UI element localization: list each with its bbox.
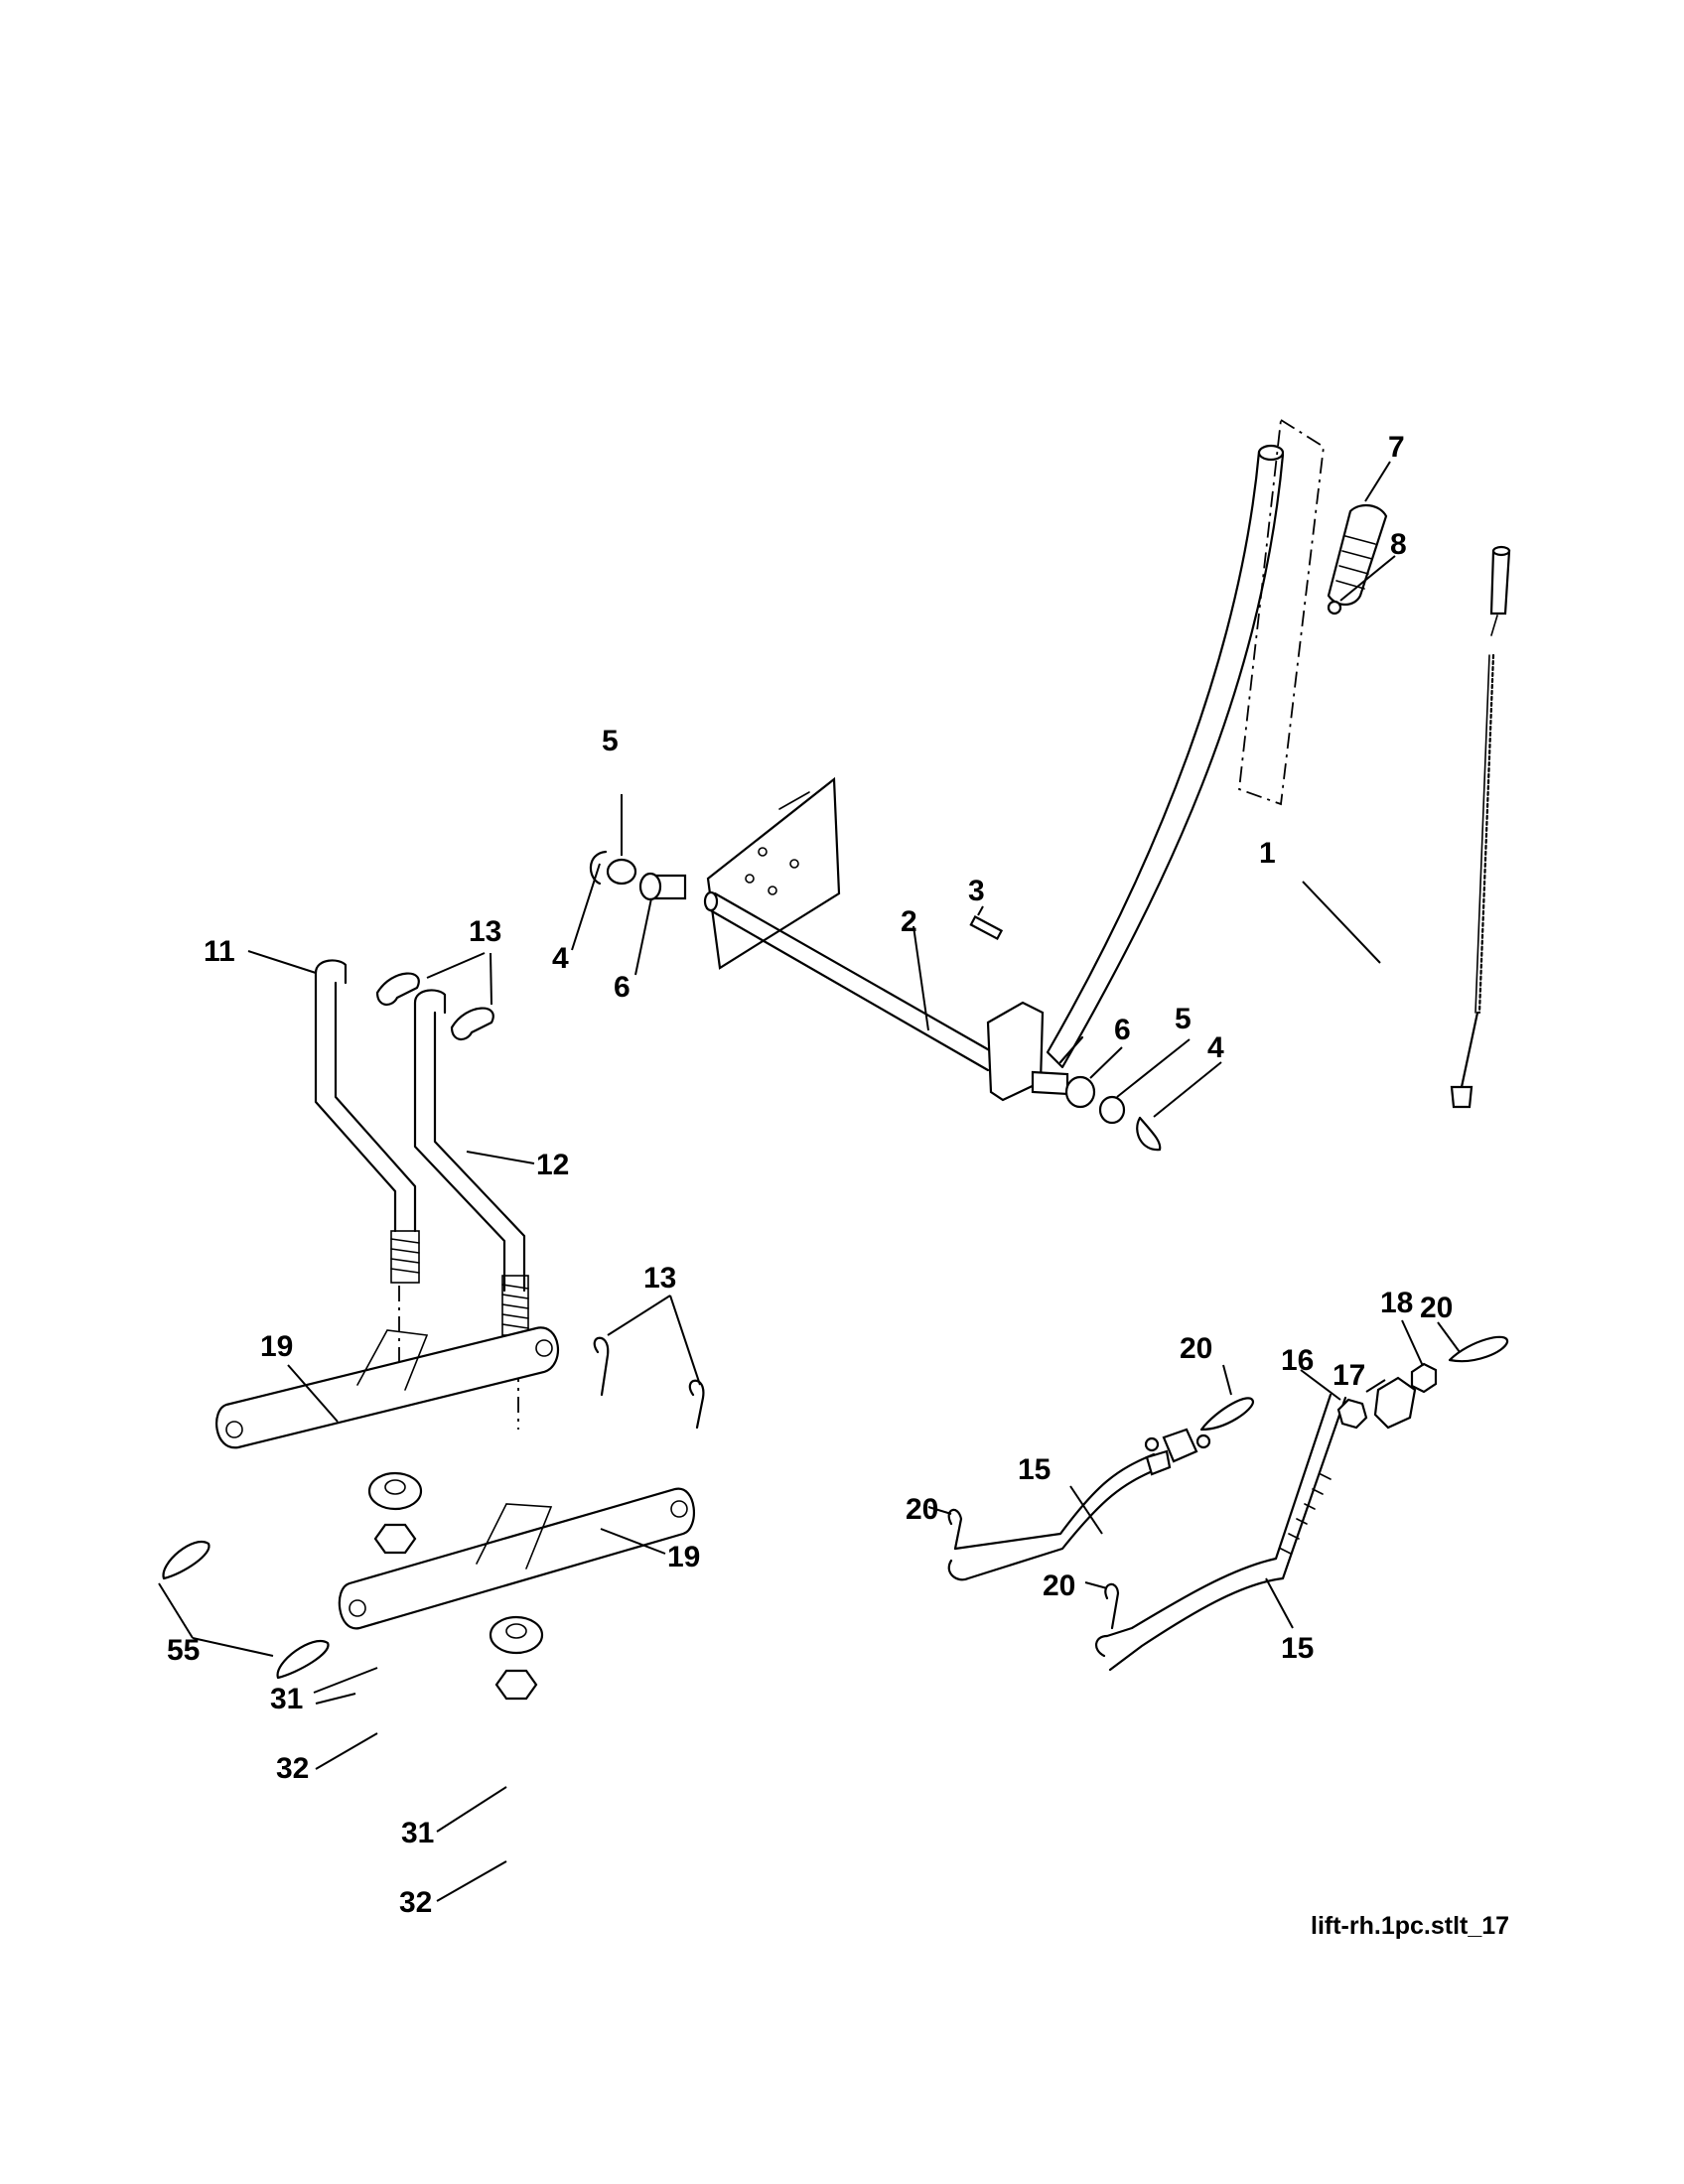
callout-31-lower: 31 (401, 1817, 434, 1849)
lift-arm-lower (338, 1487, 695, 1630)
lift-cable (1450, 545, 1511, 1109)
hairpin-55-left (162, 1540, 210, 1580)
lift-handle (1046, 444, 1285, 1069)
roll-pin (969, 915, 1004, 941)
callout-8: 8 (1390, 528, 1407, 561)
handle-grip (1327, 503, 1388, 607)
callout-5-right: 5 (1175, 1003, 1192, 1035)
right-bushing (1031, 1070, 1096, 1109)
callout-11: 11 (204, 935, 235, 968)
callout-2: 2 (901, 905, 917, 938)
callout-3: 3 (968, 875, 985, 907)
hairpin-55-right (276, 1640, 330, 1680)
lift-link-left (314, 959, 420, 1284)
callout-15-lower: 15 (1281, 1632, 1314, 1665)
nut-lower (494, 1669, 538, 1701)
hairpin-20-a (1199, 1397, 1255, 1432)
hairpin-top-2 (450, 1007, 494, 1040)
lift-arm-upper (215, 1326, 559, 1449)
adjust-rod-lower (1095, 1393, 1347, 1672)
spacer-upper (367, 1471, 423, 1511)
callout-19-upper: 19 (260, 1330, 293, 1363)
lift-bracket (706, 776, 841, 970)
callout-5-left: 5 (602, 725, 619, 757)
callout-19-lower: 19 (667, 1541, 700, 1573)
callout-20-c: 20 (1043, 1570, 1075, 1602)
callout-20-b: 20 (906, 1493, 938, 1526)
right-eclip (1136, 1116, 1162, 1152)
callout-13-top: 13 (469, 915, 501, 948)
hairpin-20-b (947, 1508, 963, 1551)
callout-4-right: 4 (1207, 1031, 1224, 1064)
hairpin-20-c (1104, 1582, 1120, 1630)
callout-18: 18 (1380, 1287, 1413, 1319)
callout-32-upper: 32 (276, 1752, 309, 1785)
callout-16: 16 (1281, 1344, 1314, 1377)
hairpin-top-1 (375, 972, 420, 1006)
callout-12: 12 (536, 1149, 569, 1181)
callout-55: 55 (167, 1634, 200, 1667)
callout-4-left: 4 (552, 942, 569, 975)
callout-31-upper: 31 (270, 1683, 303, 1715)
left-eclip (589, 850, 608, 886)
phantom-outline (1238, 418, 1325, 806)
callout-32-lower: 32 (399, 1886, 432, 1919)
spacer-lower (489, 1615, 544, 1655)
callouts: 1 2 3 4 4 5 5 6 6 7 8 11 12 13 13 15 15 … (167, 431, 1453, 1919)
callout-1: 1 (1259, 837, 1276, 870)
adjust-nut (1336, 1398, 1368, 1430)
reference-code: lift-rh.1pc.stlt_17 (1311, 1912, 1509, 1940)
callout-17: 17 (1333, 1359, 1365, 1392)
callout-7: 7 (1388, 431, 1405, 464)
hairpin-mid-2 (688, 1379, 705, 1430)
left-washer (606, 858, 637, 886)
callout-15-upper: 15 (1018, 1453, 1051, 1486)
trunnion-nut (1410, 1362, 1438, 1394)
left-bushing (638, 872, 687, 901)
lift-link-right (413, 989, 529, 1336)
adjust-rod-upper (947, 1428, 1211, 1581)
hairpin-20-d (1448, 1335, 1509, 1363)
callout-20-a: 20 (1180, 1332, 1212, 1365)
callout-6-right: 6 (1114, 1014, 1131, 1046)
trunnion (1373, 1376, 1417, 1430)
callout-6-left: 6 (614, 971, 631, 1004)
right-washer (1098, 1095, 1126, 1125)
hairpin-mid-1 (593, 1336, 610, 1397)
callout-13-mid: 13 (643, 1262, 676, 1295)
leader-lines (158, 461, 1461, 1902)
nut-upper (373, 1523, 417, 1555)
handle-pin (1327, 600, 1342, 615)
callout-20-d: 20 (1420, 1292, 1453, 1324)
